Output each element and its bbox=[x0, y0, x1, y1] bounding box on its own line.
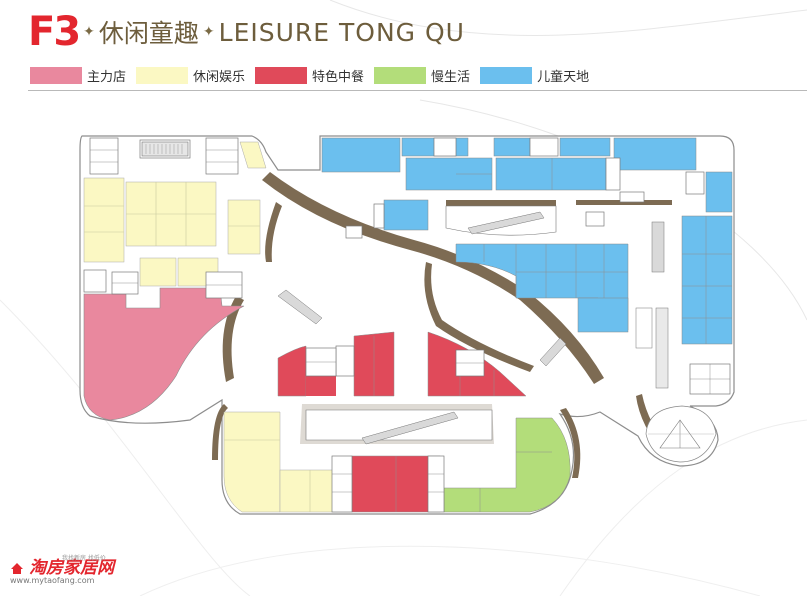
sparkle-icon: ✦ bbox=[202, 24, 215, 40]
zone-dining bbox=[306, 376, 336, 396]
legend-swatch-living bbox=[374, 67, 427, 84]
legend-label: 儿童天地 bbox=[537, 70, 590, 85]
zone-kids bbox=[613, 137, 697, 171]
zone-kids bbox=[705, 171, 733, 213]
corridor-wall bbox=[262, 172, 604, 384]
legend-item-anchor: 主力店 bbox=[30, 66, 126, 85]
legend-divider bbox=[28, 90, 807, 91]
title-english: LEISURE TONG QU bbox=[218, 17, 465, 47]
legend-swatch-kids bbox=[480, 67, 533, 84]
zone-kids bbox=[493, 137, 531, 157]
house-logo-icon bbox=[11, 563, 23, 574]
legend-swatch-anchor bbox=[30, 67, 82, 84]
corridor-wall bbox=[265, 202, 282, 262]
legend-item-leisure: 休闲娱乐 bbox=[136, 66, 245, 85]
sparkle-icon: ✦ bbox=[83, 24, 95, 40]
zone-slow-living bbox=[443, 417, 571, 513]
zone-kids bbox=[495, 157, 607, 191]
core-details bbox=[90, 149, 730, 493]
zone-kids bbox=[559, 137, 611, 157]
corridor-wall bbox=[576, 200, 672, 205]
zone-leisure bbox=[139, 257, 177, 287]
escalators bbox=[141, 141, 669, 445]
page-title: F3 ✦ 休闲童趣 ✦ LEISURE TONG QU bbox=[28, 10, 465, 54]
legend-swatch-dining bbox=[255, 67, 308, 84]
legend-label: 主力店 bbox=[87, 70, 127, 85]
watermark-url: www.mytaofang.com bbox=[10, 576, 95, 585]
zone-leisure bbox=[239, 141, 267, 169]
legend-label: 特色中餐 bbox=[312, 70, 365, 85]
corridor-wall bbox=[636, 394, 672, 456]
corridor-wall bbox=[222, 296, 244, 382]
title-chinese: 休闲童趣 bbox=[98, 19, 199, 48]
legend-label: 休闲娱乐 bbox=[193, 70, 246, 85]
unit-dividers bbox=[373, 158, 732, 512]
zone-kids bbox=[321, 137, 401, 173]
corridor-wall bbox=[212, 404, 228, 460]
atrium bbox=[645, 405, 717, 463]
zone-leisure bbox=[223, 411, 281, 513]
legend-label: 慢生活 bbox=[431, 70, 471, 85]
legend-item-kids: 儿童天地 bbox=[480, 66, 589, 85]
legend: 主力店 休闲娱乐 特色中餐 慢生活 儿童天地 bbox=[30, 66, 599, 85]
watermark-slogan: 我找新房 找低价 bbox=[62, 555, 106, 562]
corridor-wall bbox=[446, 200, 556, 206]
unit-dividers bbox=[84, 182, 311, 512]
watermark-brand: 淘房家居网 bbox=[29, 558, 115, 578]
zone-kids bbox=[577, 297, 629, 333]
corridor-wall bbox=[560, 408, 581, 478]
legend-swatch-leisure bbox=[136, 67, 189, 84]
floor-label: F3 bbox=[28, 9, 81, 55]
legend-item-dining: 特色中餐 bbox=[255, 66, 364, 85]
zone-leisure bbox=[227, 199, 261, 255]
zone-anchor-store bbox=[83, 287, 245, 421]
watermark: 淘房家居网 我找新房 找低价 www.mytaofang.com bbox=[10, 553, 114, 585]
zone-kids bbox=[383, 199, 429, 231]
legend-item-living: 慢生活 bbox=[374, 66, 470, 85]
zone-leisure bbox=[83, 177, 125, 263]
zone-kids bbox=[681, 215, 733, 345]
